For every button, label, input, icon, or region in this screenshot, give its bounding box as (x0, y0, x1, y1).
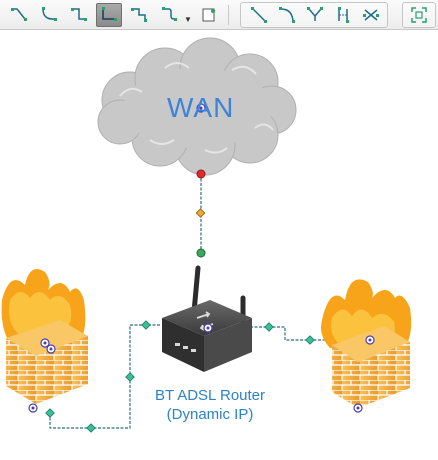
connector-curved-icon (42, 7, 57, 21)
diagram-canvas[interactable]: WAN BT ADSL Router (Dynamic IP) (0, 30, 438, 460)
cloud-swirls (119, 62, 274, 154)
connector-round-button[interactable] (156, 3, 182, 27)
left-firewall-connector (49, 324, 160, 429)
line-arc-button[interactable] (274, 3, 300, 27)
connection-points (28, 103, 375, 433)
connector-straight-button[interactable] (6, 3, 32, 27)
connector-orthogonal-icon (102, 7, 117, 21)
line-bezier-button[interactable] (302, 3, 328, 27)
right-firewall-connector (250, 326, 330, 341)
connector-step-icon (71, 8, 87, 21)
router-label-line2: (Dynamic IP) (166, 406, 254, 423)
connector-tree-icon (131, 8, 147, 22)
fit-group (402, 2, 436, 28)
wan-label: WAN (167, 92, 235, 123)
line-cross-button[interactable] (358, 3, 384, 27)
connector-curved-button[interactable] (36, 3, 62, 27)
line-bezier-icon (307, 7, 323, 21)
diagram-drawing (1, 37, 412, 433)
insert-shape-button[interactable] (196, 3, 222, 27)
line-straight-icon (251, 7, 267, 23)
line-arc-icon (279, 7, 295, 23)
wan-cloud (97, 37, 297, 176)
connector-tree-button[interactable] (126, 3, 152, 27)
router-label-line1: BT ADSL Router (154, 387, 266, 404)
connector-step-button[interactable] (66, 3, 92, 27)
line-cross-icon (363, 9, 379, 21)
fit-page-button[interactable] (406, 3, 432, 27)
insert-shape-icon (202, 8, 215, 22)
dropdown-arrow-icon[interactable]: ▼ (184, 15, 192, 24)
right-firewall (321, 279, 412, 408)
fit-page-icon (411, 7, 427, 23)
connector-toolbar: ▼ (0, 0, 438, 30)
router (162, 265, 252, 372)
connector-straight-icon (11, 8, 27, 21)
connector-orthogonal-button[interactable] (96, 3, 122, 27)
toolbar-separator (228, 5, 229, 25)
connector-round-icon (162, 7, 177, 21)
left-firewall (1, 268, 88, 404)
line-split-icon (338, 7, 349, 23)
line-split-button[interactable] (330, 3, 356, 27)
line-straight-button[interactable] (246, 3, 272, 27)
